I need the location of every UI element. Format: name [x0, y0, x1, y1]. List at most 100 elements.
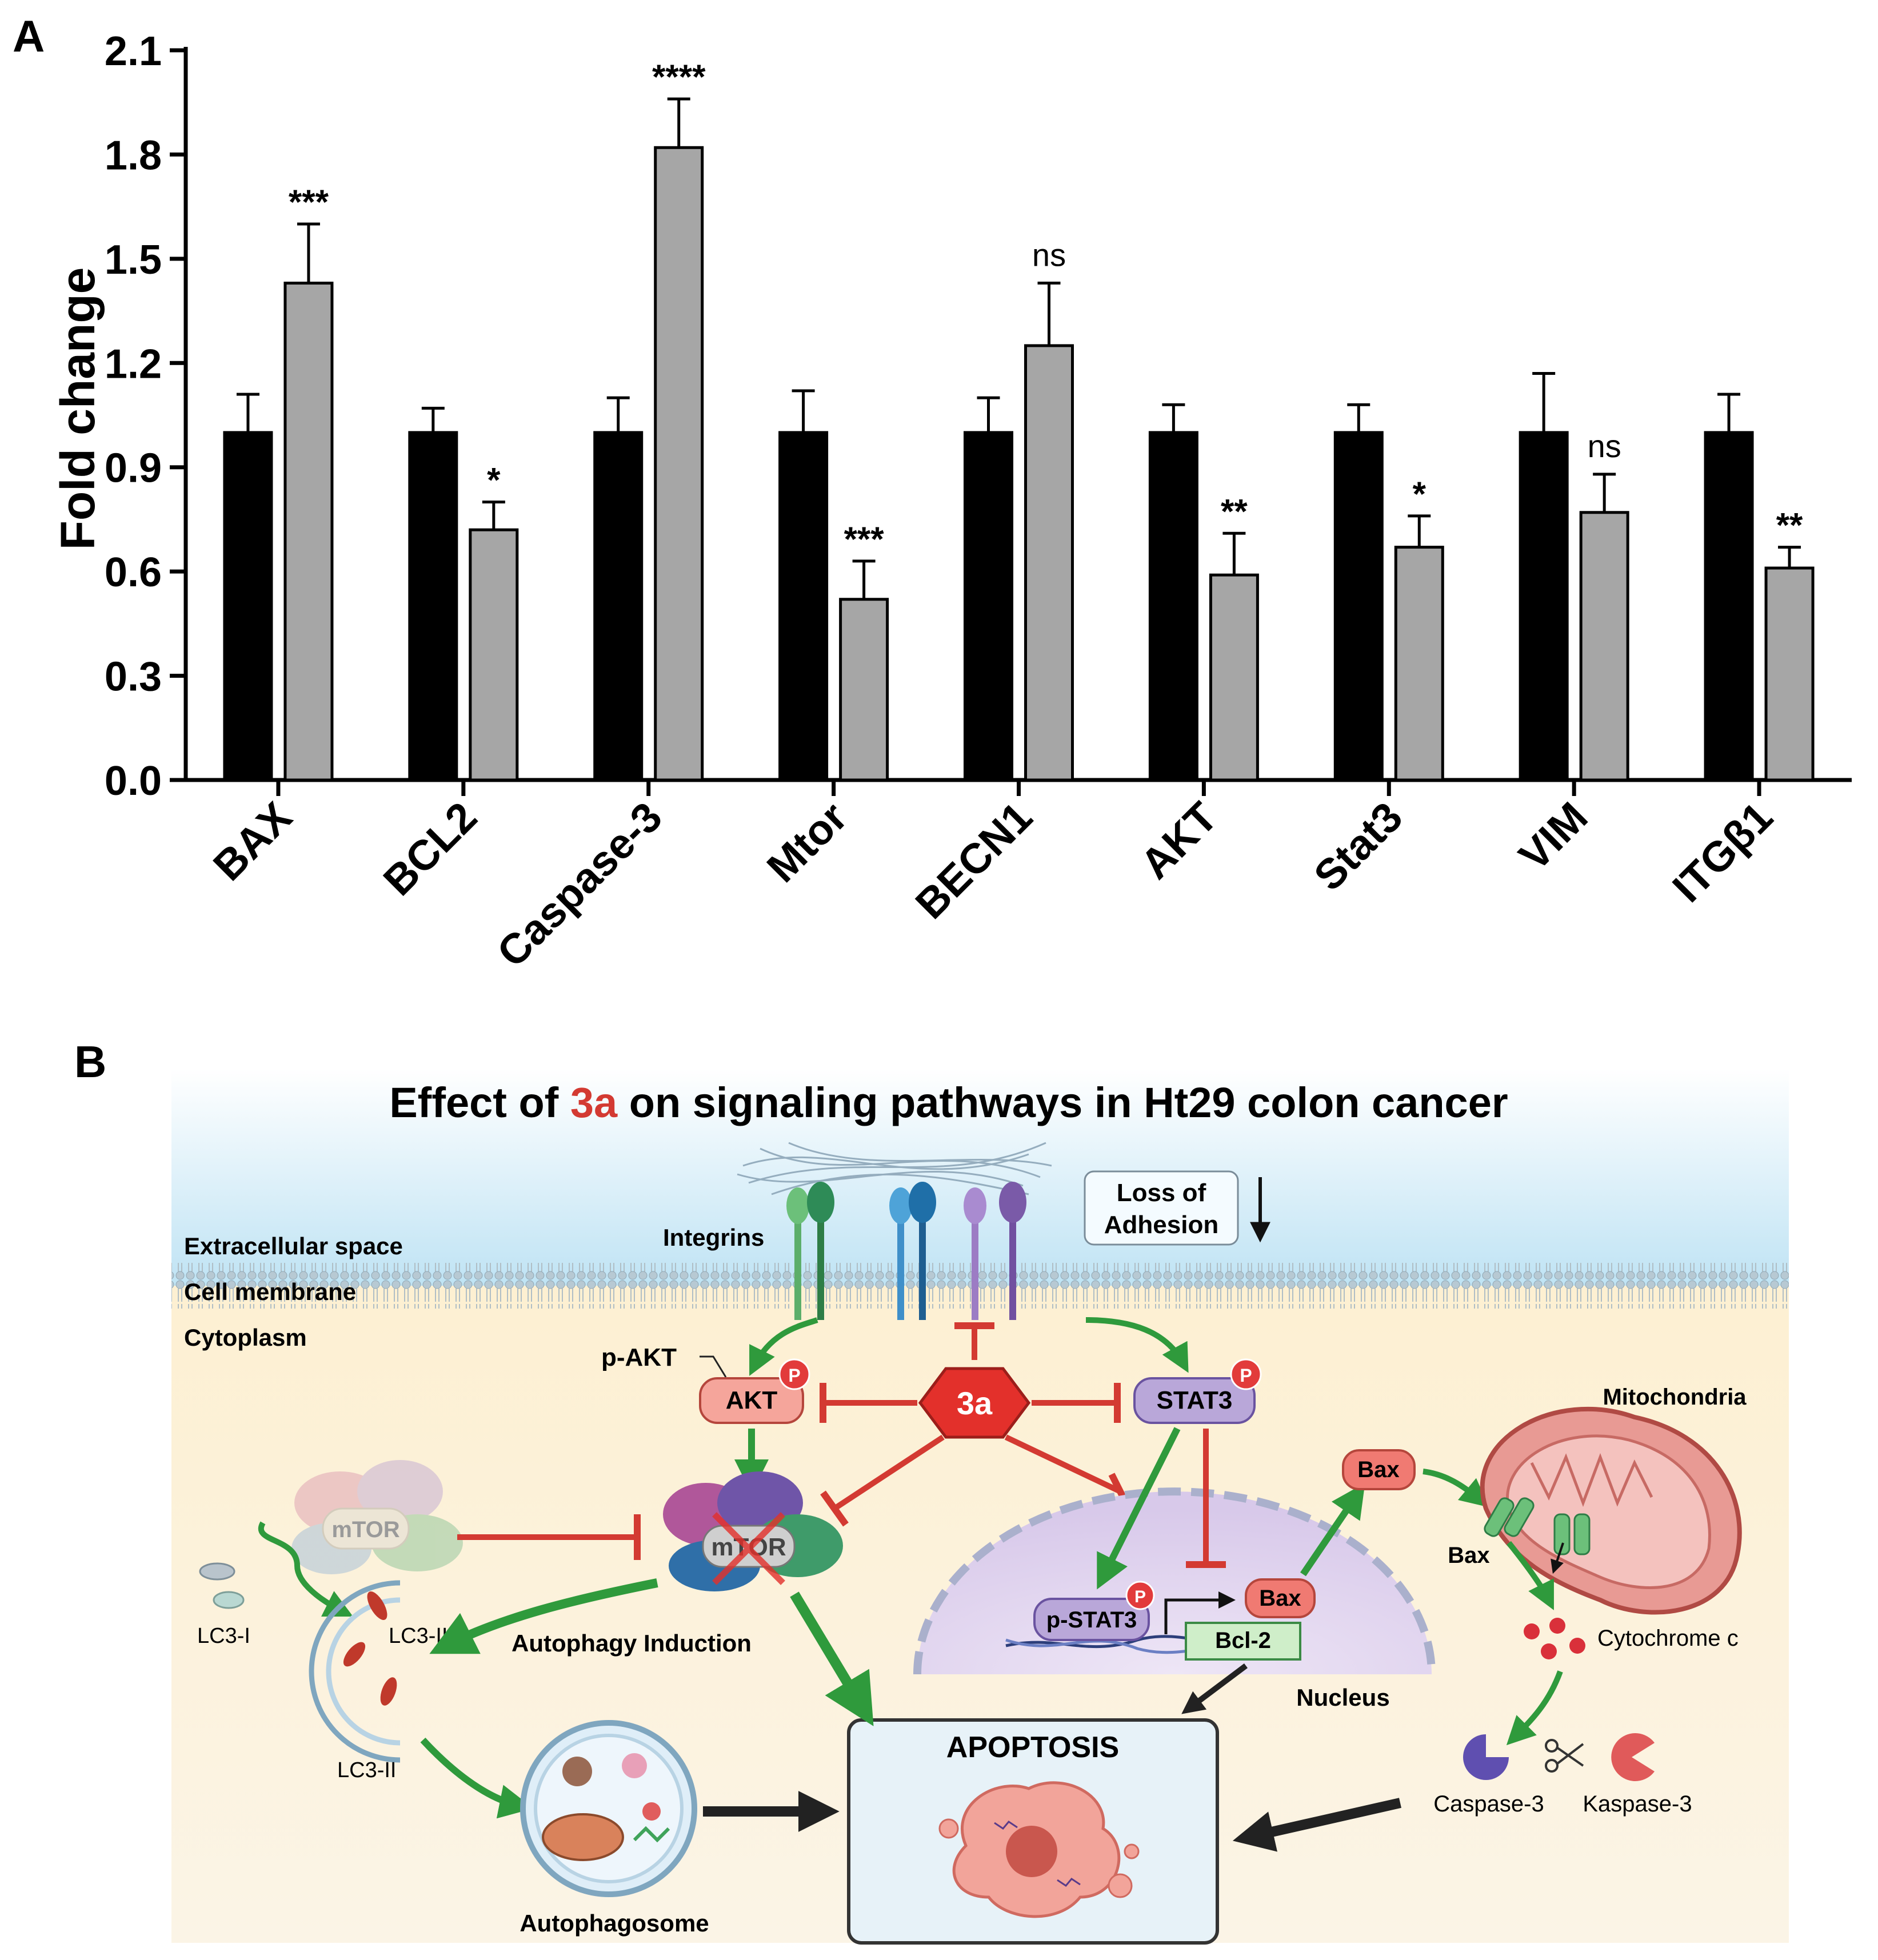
bax-mito-label: Bax [1448, 1543, 1489, 1568]
y-tick-label: 1.5 [105, 237, 162, 283]
bcl2-label: Bcl-2 [1215, 1628, 1271, 1653]
arrow-bcl2-to-apoptosis [1181, 1663, 1248, 1714]
bar [839, 598, 889, 782]
significance-label: ns [1032, 237, 1066, 273]
integrin-green [786, 1182, 834, 1320]
bax-pore-2 [1553, 1513, 1591, 1555]
x-tick-label: BAX [204, 793, 301, 890]
label-extracellular-space: Extracellular space [184, 1233, 403, 1259]
nuclear-envelope [913, 1487, 1436, 1675]
arrow-cytochrome-to-caspase [1506, 1670, 1563, 1746]
arrow-mtor-to-apoptosis [790, 1591, 874, 1726]
bar [223, 431, 273, 782]
autophagy-induction-label: Autophagy Induction [512, 1630, 752, 1657]
significance-label: **** [652, 58, 706, 96]
stat3-node [1133, 1377, 1256, 1424]
arrow-mtor-to-autophagy [429, 1578, 658, 1654]
scissors-icon [1545, 1739, 1584, 1773]
arrow-caspase-to-apoptosis [1232, 1798, 1401, 1852]
label-cytoplasm: Cytoplasm [184, 1324, 307, 1351]
bar [1333, 431, 1384, 782]
y-tick-label: 2.1 [105, 29, 162, 74]
mtor-faded-label: mTOR [331, 1517, 399, 1542]
integrin-purple [964, 1182, 1026, 1320]
y-tick-label: 1.2 [105, 341, 162, 387]
mtor-cross-icon [712, 1512, 785, 1585]
label-integrins: Integrins [663, 1224, 764, 1251]
loss-of-adhesion-line2: Adhesion [1104, 1211, 1218, 1239]
x-tick-label: BECN1 [906, 793, 1041, 928]
arrow-stat3-to-pstat3 [1097, 1427, 1181, 1590]
y-tick-label: 0.9 [105, 446, 162, 491]
phagophore-membrane [309, 1580, 401, 1763]
bar [1764, 566, 1815, 782]
arrow-phagophore-to-autophagosome [420, 1737, 534, 1819]
bax-nuclear-label: Bax [1259, 1586, 1301, 1611]
lc3-i-icon [199, 1562, 235, 1581]
mtor-complex-faded [291, 1460, 463, 1574]
bar [1579, 511, 1629, 782]
bar [408, 431, 458, 782]
significance-label: ns [1588, 428, 1621, 464]
lc3-i-icon-2 [213, 1591, 245, 1609]
extracellular-matrix-fibers [737, 1142, 1052, 1195]
nucleus-label: Nucleus [1296, 1684, 1389, 1711]
label-cell-membrane: Cell membrane [184, 1278, 356, 1305]
mitochondria-label: Mitochondria [1603, 1385, 1747, 1410]
arrow-integrin-to-akt [749, 1317, 818, 1376]
phospho-badge-pstat3 [1125, 1581, 1155, 1610]
autophagosome [520, 1720, 697, 1897]
p-stat3-node [1033, 1598, 1150, 1641]
apoptotic-cell [938, 1781, 1140, 1918]
cell-membrane [171, 1263, 1789, 1309]
x-tick-label: AKT [1131, 793, 1226, 888]
bar [283, 281, 334, 782]
autophagosome-label: Autophagosome [520, 1910, 709, 1937]
akt-label: AKT [726, 1386, 778, 1414]
y-tick-label: 0.0 [105, 758, 162, 804]
y-tick-label: 0.3 [105, 654, 162, 700]
compound-3a-label: 3a [957, 1385, 993, 1421]
bar [1519, 431, 1569, 782]
bar [469, 528, 519, 782]
transcription-arrow [1164, 1591, 1236, 1634]
cytochrome-release-arrow [1551, 1542, 1564, 1574]
y-axis-label: Fold change [51, 267, 105, 550]
integrin-blue [889, 1182, 936, 1320]
bar [654, 146, 704, 782]
phospho-badge-stat3 [1230, 1358, 1262, 1390]
kaspase-3-icon [1611, 1733, 1655, 1781]
y-tick-label: 1.8 [105, 133, 162, 178]
significance-label: *** [844, 520, 885, 558]
lc3-ii-marker-2 [343, 1642, 366, 1667]
phospho-label-stat3: P [1240, 1365, 1252, 1386]
arrow-integrin-to-stat3 [1085, 1317, 1189, 1373]
panel-b-label: B [74, 1037, 106, 1087]
label-p-akt: p-AKT [601, 1343, 677, 1371]
bar [778, 431, 829, 782]
stat3-label: STAT3 [1157, 1386, 1233, 1414]
lc3-ii-marker-1 [367, 1591, 387, 1620]
phospho-label-akt: P [788, 1365, 800, 1386]
bar [964, 431, 1013, 782]
bar [1148, 431, 1198, 782]
pathway-diagram: Effect of 3a on signaling pathways in Ht… [171, 1069, 1789, 1945]
loss-of-adhesion-line1: Loss of [1117, 1179, 1206, 1207]
significance-label: * [487, 461, 501, 499]
arrow-mito-to-cytochrome [1507, 1541, 1554, 1610]
lc3-ii-marker-3 [380, 1677, 397, 1706]
panel-a-label: A [13, 11, 45, 61]
significance-label: *** [289, 183, 329, 221]
cytochrome-c-dots [1524, 1618, 1585, 1659]
caspase-3-label: Caspase-3 [1433, 1791, 1544, 1817]
arrow-lc3-conversion [258, 1521, 353, 1617]
arrow-bax-to-mito [1423, 1469, 1489, 1507]
y-tick-label: 0.6 [105, 550, 162, 595]
bcl2-node [1185, 1622, 1301, 1661]
bax-cytosolic-node [1342, 1449, 1416, 1490]
x-tick-label: Stat3 [1305, 793, 1412, 900]
bar [1704, 431, 1754, 782]
p-stat3-label: p-STAT3 [1046, 1607, 1137, 1633]
